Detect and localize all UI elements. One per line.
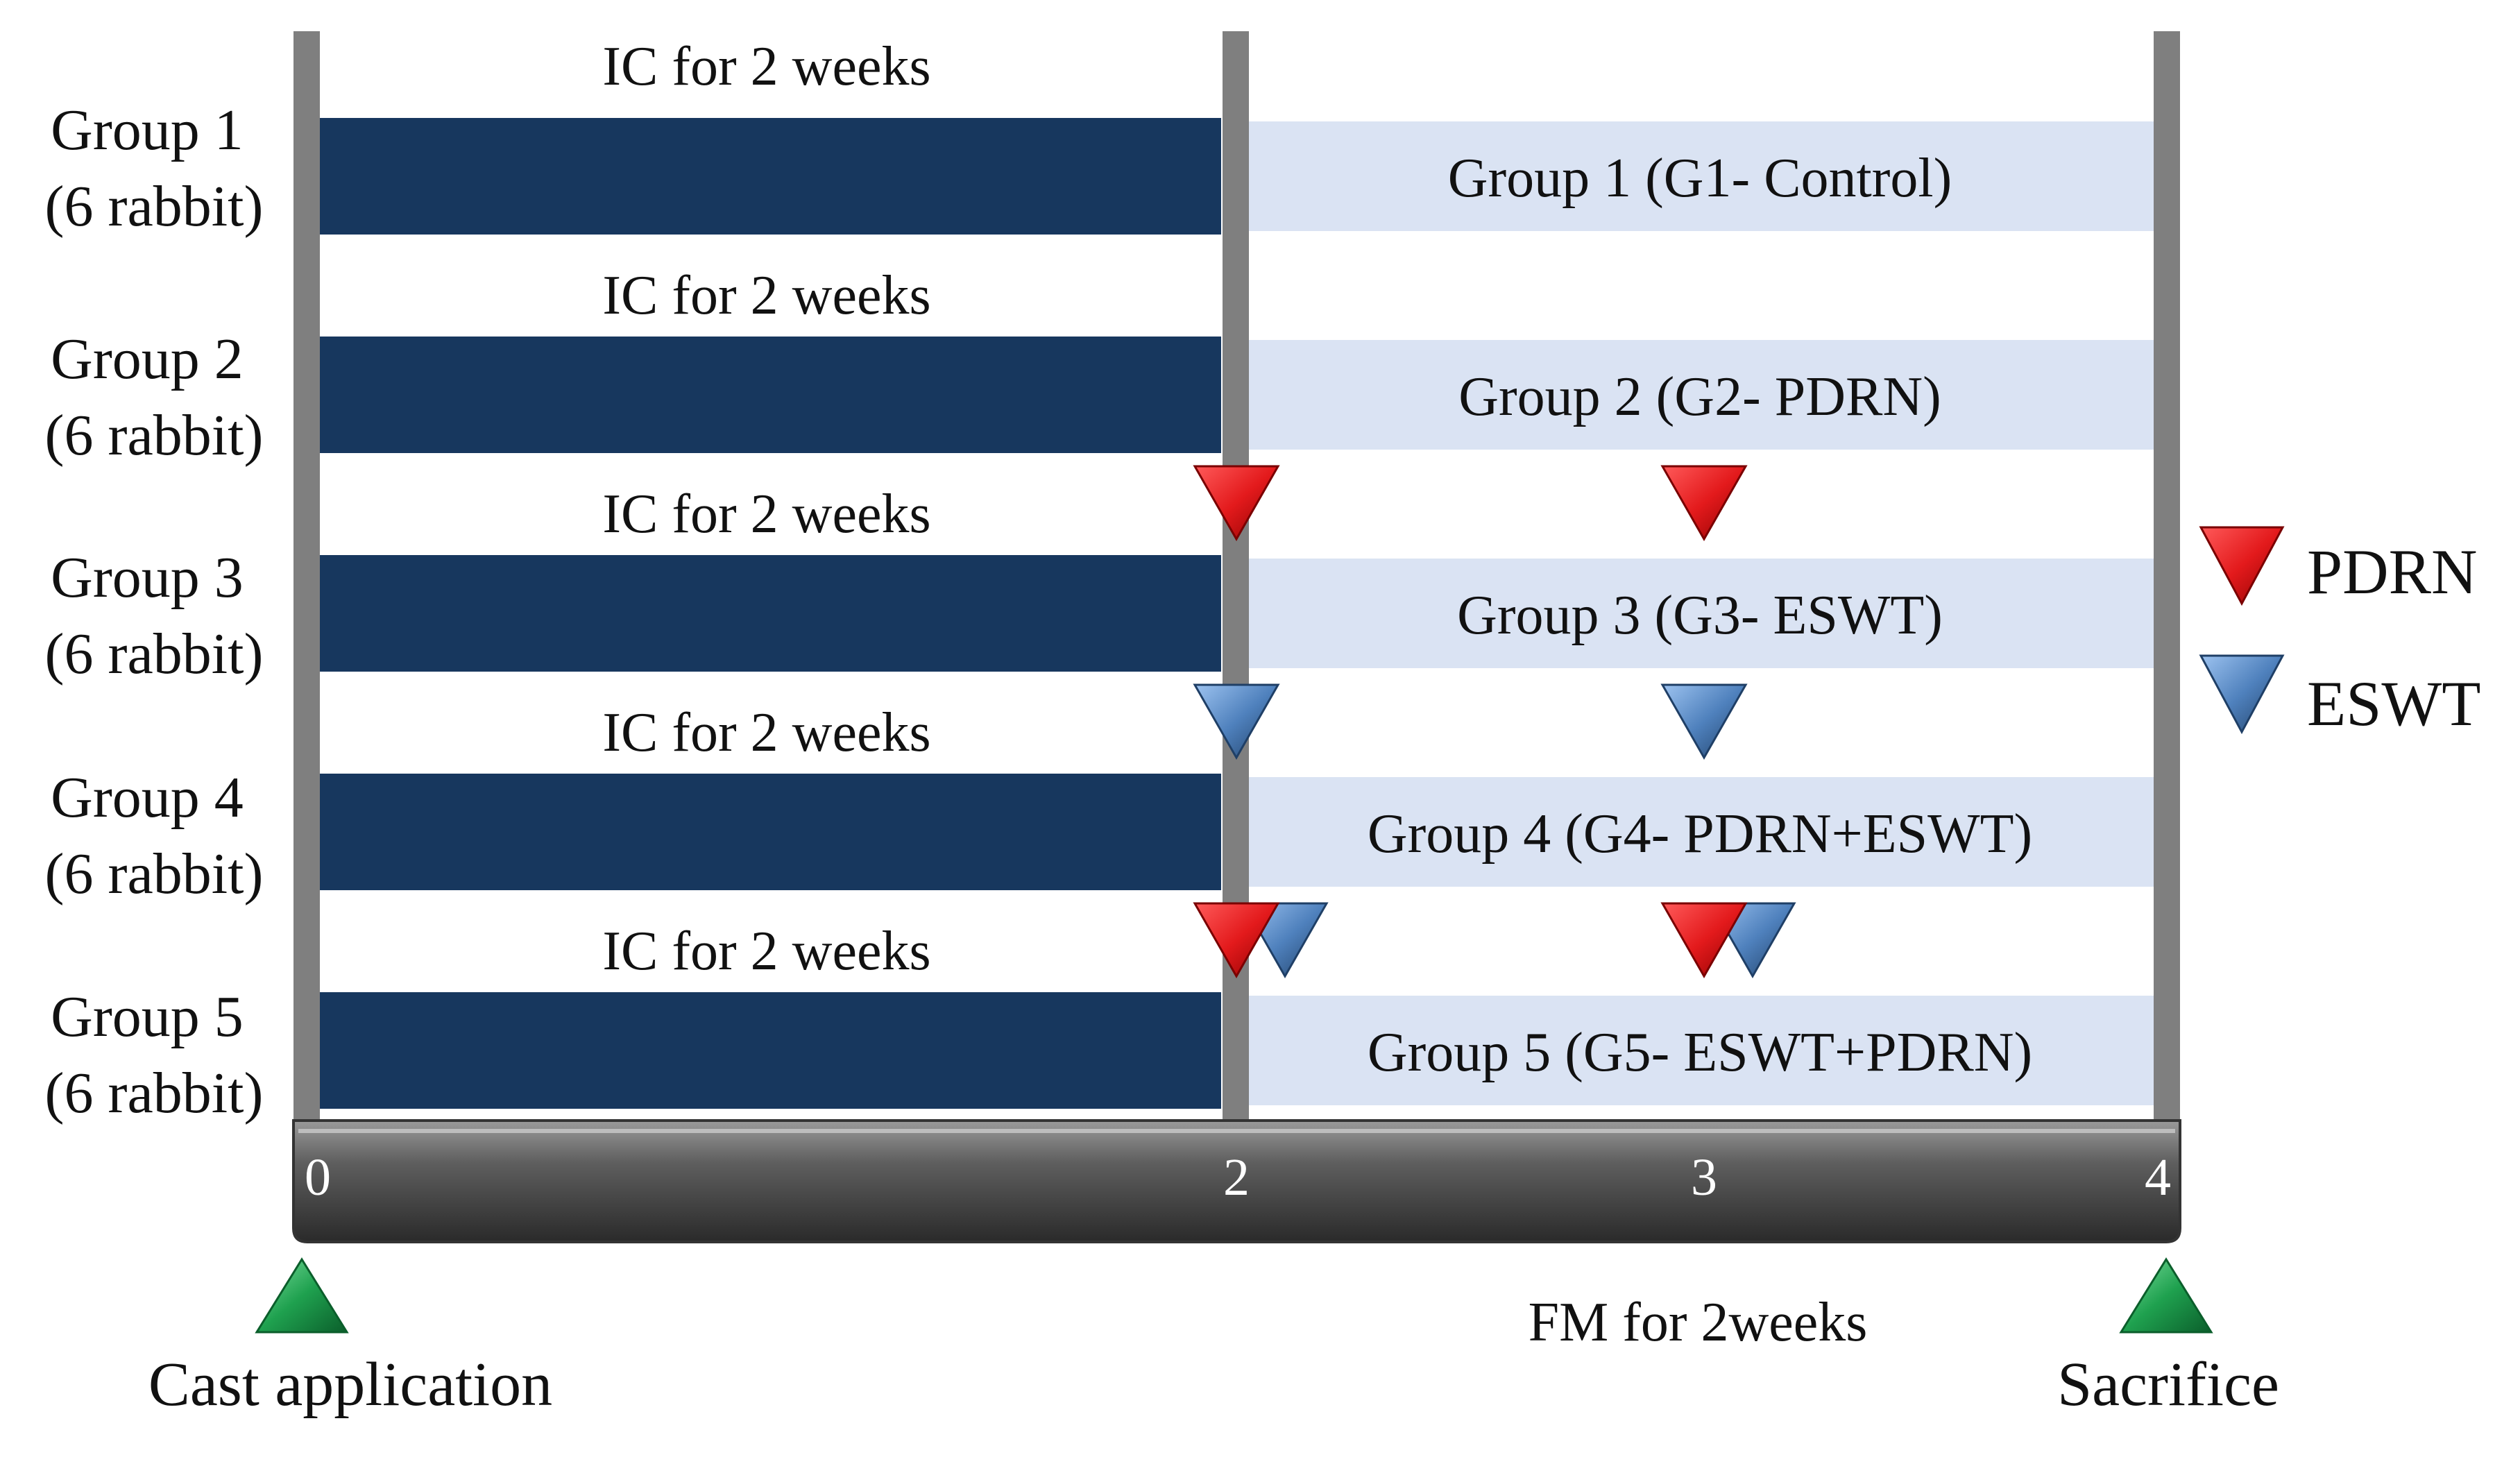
- sacrifice-label: Sacrifice: [2057, 1350, 2279, 1419]
- ic-label-4: IC for 2 weeks: [602, 702, 930, 763]
- ic-label-3: IC for 2 weeks: [602, 484, 930, 545]
- treatment-labels: Group 1 (G1- Control) Group 2 (G2- PDRN)…: [1368, 148, 2032, 1083]
- legend-pdrn-label: PDRN: [2307, 536, 2477, 607]
- ic-label-5: IC for 2 weeks: [602, 921, 930, 982]
- treatment-label-2: Group 2 (G2- PDRN): [1458, 366, 1941, 427]
- ic-label-1: IC for 2 weeks: [602, 36, 930, 97]
- group-4-label-line2: (6 rabbit): [45, 842, 264, 906]
- ic-labels: IC for 2 weeks IC for 2 weeks IC for 2 w…: [602, 36, 930, 982]
- legend: PDRN ESWT: [2199, 526, 2480, 739]
- treatment-bar-3: [1249, 559, 2154, 668]
- legend-eswt-blue-down-triangle-icon: [2199, 654, 2285, 735]
- timeline-events: Cast application Sacrifice FM for 2weeks: [148, 1257, 2279, 1419]
- group-3-week3-blue-down-triangle-icon: [1660, 683, 1748, 760]
- tick-label-0: 0: [305, 1148, 331, 1207]
- legend-pdrn-red-down-triangle-icon: [2199, 526, 2285, 606]
- group-2-label-line2: (6 rabbit): [45, 403, 264, 468]
- treatment-label-5: Group 5 (G5- ESWT+PDRN): [1368, 1022, 2032, 1083]
- group-4-label-line1: Group 4: [51, 765, 244, 830]
- timeline-axis: 0 2 3 4: [292, 1119, 2181, 1243]
- ic-label-2: IC for 2 weeks: [602, 265, 930, 326]
- cast-application-green-up-triangle-icon: [255, 1257, 349, 1334]
- divider-week-0: [293, 31, 320, 1121]
- group-3-label-line1: Group 3: [51, 545, 244, 610]
- treatment-bar-5: [1249, 996, 2154, 1105]
- group-4-week3-red-down-triangle-icon: [1660, 902, 1748, 979]
- sacrifice-green-up-triangle-icon: [2119, 1257, 2213, 1334]
- divider-week-4: [2154, 31, 2180, 1121]
- group-1-label-line2: (6 rabbit): [45, 174, 264, 239]
- legend-eswt-label: ESWT: [2307, 668, 2480, 739]
- fm-label: FM for 2weeks: [1529, 1292, 1868, 1353]
- timeline-bar: [292, 1119, 2181, 1243]
- group-2-label-line1: Group 2: [51, 327, 244, 391]
- treatment-label-4: Group 4 (G4- PDRN+ESWT): [1368, 803, 2032, 865]
- group-labels: Group 1 (6 rabbit) Group 2 (6 rabbit) Gr…: [45, 98, 264, 1125]
- tick-label-4: 4: [2145, 1148, 2171, 1207]
- group-4-week2-red-down-triangle-icon: [1193, 902, 1280, 979]
- tick-label-3: 3: [1691, 1148, 1717, 1207]
- treatment-bar-1: [1249, 121, 2154, 231]
- group-3-label-line2: (6 rabbit): [45, 622, 264, 686]
- treatment-label-3: Group 3 (G3- ESWT): [1457, 585, 1943, 646]
- treatment-bars: [1249, 121, 2154, 1105]
- group-5-label-line1: Group 5: [51, 985, 244, 1049]
- group-5-label-line2: (6 rabbit): [45, 1061, 264, 1125]
- cast-application-label: Cast application: [148, 1350, 552, 1419]
- ic-bar-5: [312, 992, 1221, 1109]
- ic-bars: [312, 118, 1221, 1109]
- group-2-week3-red-down-triangle-icon: [1660, 465, 1748, 542]
- group-1-label-line1: Group 1: [51, 98, 244, 162]
- tick-label-2: 2: [1223, 1148, 1250, 1207]
- group-2-week2-red-down-triangle-icon: [1193, 465, 1280, 542]
- ic-bar-2: [312, 337, 1221, 453]
- ic-bar-4: [312, 774, 1221, 890]
- ic-bar-3: [312, 555, 1221, 672]
- ic-bar-1: [312, 118, 1221, 235]
- group-3-week2-blue-down-triangle-icon: [1193, 683, 1280, 760]
- treatment-label-1: Group 1 (G1- Control): [1448, 148, 1952, 209]
- treatment-bar-2: [1249, 340, 2154, 450]
- treatment-bar-4: [1249, 777, 2154, 887]
